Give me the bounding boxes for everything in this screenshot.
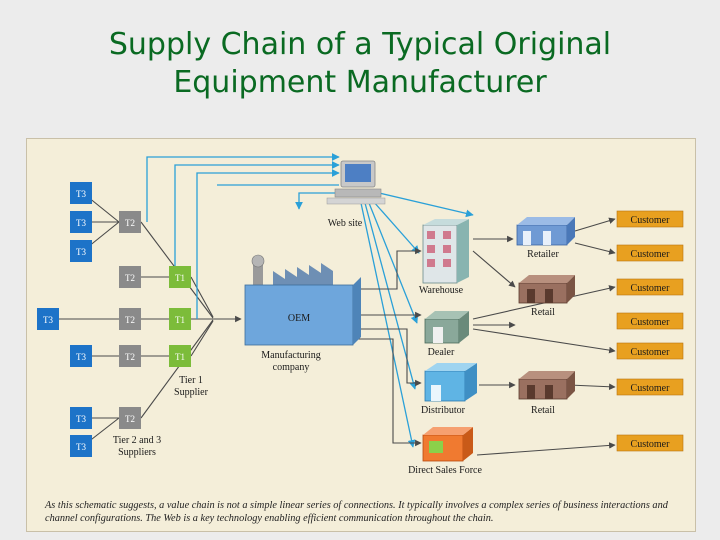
slide-title: Supply Chain of a Typical Original Equip… [0,26,720,102]
retailer-label: Retailer [527,249,559,260]
direct-sales-icon [422,427,473,462]
manufacturing-label-2: company [273,362,310,373]
tier3-label: T3 [76,247,86,257]
tier1-label: T1 [175,352,185,362]
tier3-label: T3 [76,218,86,228]
tier2-box [119,266,141,288]
title-line-1: Supply Chain of a Typical Original [108,27,612,62]
customer-labels: Customer Customer Customer Customer Cust… [631,215,671,450]
tier3-box [37,308,59,330]
customer-box [616,210,684,228]
tier2-box [119,211,141,233]
customer-box [616,434,684,452]
manufacturing-label-1: Manufacturing [261,350,320,361]
tier3-box [70,182,92,204]
tier3-box [70,435,92,457]
tier2-label: T2 [125,218,135,228]
tier2-boxes [119,211,141,429]
customer-label: Customer [631,383,671,394]
tier1-box [169,266,191,288]
tier3-label: T3 [76,352,86,362]
tier3-boxes [37,182,92,457]
tier3-label: T3 [43,315,53,325]
tier-box-labels: T3 T3 T3 T3 T3 T3 T3 T2 T2 T2 T2 T2 T1 T… [43,189,185,452]
customer-label: Customer [631,439,671,450]
tier3-label: T3 [76,189,86,199]
tier2-box [119,407,141,429]
customer-label: Customer [631,215,671,226]
tier1-label: T1 [175,315,185,325]
tier23-caption-1: Tier 2 and 3 [113,435,161,446]
tier1-label: T1 [175,273,185,283]
tier23-caption-2: Suppliers [118,447,156,458]
customer-boxes [616,210,684,452]
tier3-box [70,240,92,262]
retail-store-icon [518,275,575,304]
diagram-labels: Web site Manufacturing company Tier 1 Su… [113,218,560,476]
tier3-box [70,407,92,429]
tier1-caption-1: Tier 1 [179,375,203,386]
figure-caption: As this schematic suggests, a value chai… [45,500,668,524]
tier3-label: T3 [76,414,86,424]
tier1-box [169,308,191,330]
retailer-store-icon [516,217,575,246]
oem-factory: OEM [244,254,361,346]
tier2-label: T2 [125,273,135,283]
customer-box [616,378,684,396]
customer-box [616,278,684,296]
customer-label: Customer [631,283,671,294]
customer-label: Customer [631,249,671,260]
tier3-label: T3 [76,442,86,452]
computer-icon [326,160,386,205]
tier2-box [119,345,141,367]
dealer-icon [424,311,469,344]
tier1-boxes [169,266,191,367]
warehouse-icon [422,219,469,284]
customer-label: Customer [631,347,671,358]
web-links [146,153,474,448]
tier1-box [169,345,191,367]
supply-chain-diagram: T3 T3 T3 T3 T3 T3 T3 T2 T2 T2 T2 T2 T1 T… [37,153,684,476]
supply-chain-figure: T3 T3 T3 T3 T3 T3 T3 T2 T2 T2 T2 T2 T1 T… [26,138,696,532]
tier2-label: T2 [125,315,135,325]
direct-sales-label: Direct Sales Force [408,465,482,476]
customer-box [616,342,684,360]
tier3-box [70,211,92,233]
customer-box [616,244,684,262]
warehouse-label: Warehouse [419,285,464,296]
website-label: Web site [328,218,363,229]
tier2-label: T2 [125,414,135,424]
title-line-2: Equipment Manufacturer [173,65,547,100]
customer-box [616,312,684,330]
retail-label-1: Retail [531,307,555,318]
channel-links [353,217,616,456]
tier2-label: T2 [125,352,135,362]
tier3-box [70,345,92,367]
dealer-label: Dealer [428,347,455,358]
tier2-box [119,308,141,330]
distributor-icon [424,363,477,402]
oem-label: OEM [288,313,310,324]
retail-label-2: Retail [531,405,555,416]
customer-label: Customer [631,317,671,328]
distributor-label: Distributor [421,405,466,416]
tier1-caption-2: Supplier [174,387,209,398]
retail-store-icon [518,371,575,400]
